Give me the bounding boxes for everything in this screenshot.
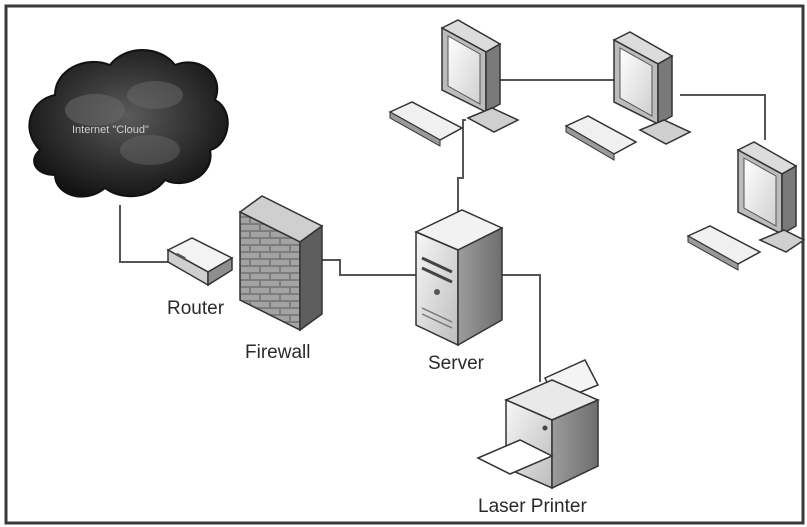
keyboard-icon <box>388 101 464 147</box>
server-workstation-link <box>457 119 466 212</box>
workstation-chain-link-2 <box>680 94 766 140</box>
router-label: Router <box>167 298 225 319</box>
printer-icon <box>476 359 600 490</box>
firewall-label: Firewall <box>245 342 311 363</box>
keyboard-icon <box>686 225 762 271</box>
printer-label: Laser Printer <box>478 496 587 517</box>
server-label: Server <box>428 353 484 374</box>
workstation-3 <box>686 141 806 271</box>
monitor-icon <box>440 19 520 133</box>
workstation-1 <box>388 19 520 147</box>
firewall-icon <box>238 195 324 332</box>
monitor-icon <box>612 31 692 145</box>
server-icon <box>414 209 504 347</box>
workstation-2 <box>564 31 692 161</box>
firewall-server-link <box>320 259 418 276</box>
router-icon <box>166 237 234 287</box>
cloud-icon <box>28 49 229 198</box>
server-printer-link <box>500 274 541 382</box>
monitor-icon <box>736 141 806 253</box>
keyboard-icon <box>564 115 638 161</box>
cloud-label: Internet "Cloud" <box>72 124 149 136</box>
diagram-frame <box>4 4 805 525</box>
cloud-router-link <box>119 205 178 263</box>
